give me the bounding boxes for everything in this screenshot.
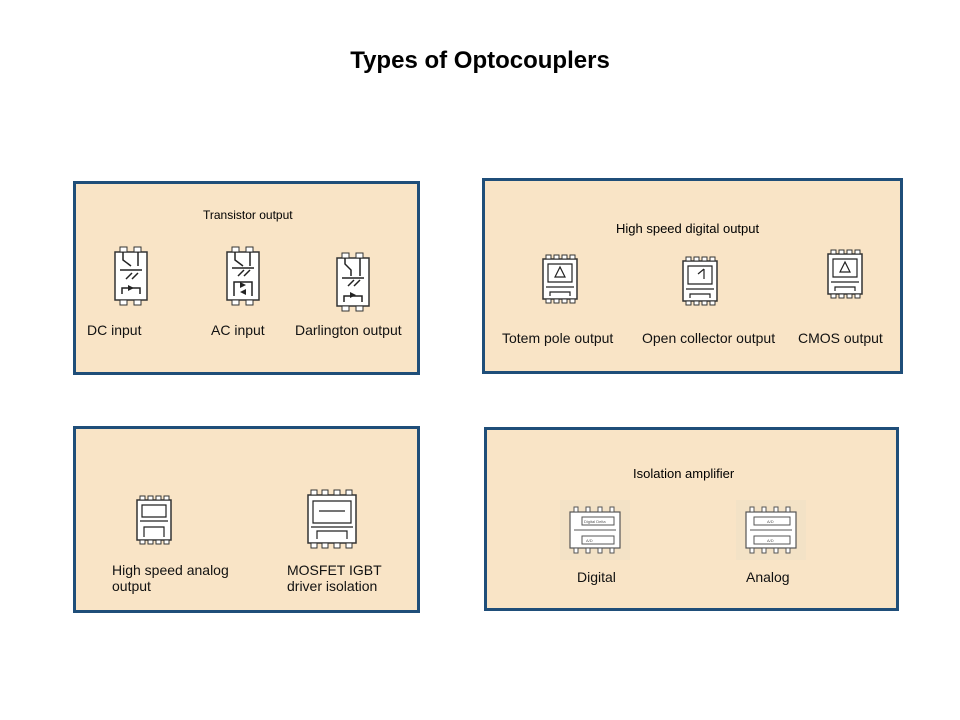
darlington-output-chip-icon [336,252,370,312]
open-collector-label: Open collector output [642,330,776,346]
high-speed-analog-label: High speed analog output [112,562,229,594]
panel-header: High speed digital output [616,221,760,236]
mosfet-igbt-label: MOSFET IGBT driver isolation [287,562,382,594]
cmos-chip-icon [827,249,863,299]
transistor-output-panel: Transistor output DC input AC input Darl… [73,181,420,375]
chip-label: A/D [586,538,593,543]
analog-label: Analog [746,569,790,585]
cmos-output-label: CMOS output [798,330,883,346]
analog-isolation-chip-icon: A/D A/D [736,500,806,560]
chip-label: A/D [767,538,774,543]
mosfet-igbt-chip-icon [307,489,357,549]
digital-label: Digital [577,569,616,585]
high-speed-analog-chip-icon [136,495,172,545]
panel-header: Isolation amplifier [633,466,735,481]
high-speed-digital-panel: High speed digital output Totem pole out… [482,178,903,374]
totem-pole-label: Totem pole output [502,330,614,346]
ac-input-label: AC input [211,322,265,338]
dc-input-label: DC input [87,322,142,338]
ac-input-chip-icon [226,246,260,306]
open-collector-chip-icon [682,256,718,306]
chip-label: A/D [767,519,774,524]
chip-label: Digital Delta [584,519,606,524]
totem-pole-chip-icon [542,254,578,304]
dc-input-chip-icon [114,246,148,306]
page-title: Types of Optocouplers [350,47,610,74]
darlington-output-label: Darlington output [295,322,402,338]
analog-driver-panel: High speed analog output MOSFET IGBT dri… [73,426,420,613]
panel-header: Transistor output [203,208,293,222]
